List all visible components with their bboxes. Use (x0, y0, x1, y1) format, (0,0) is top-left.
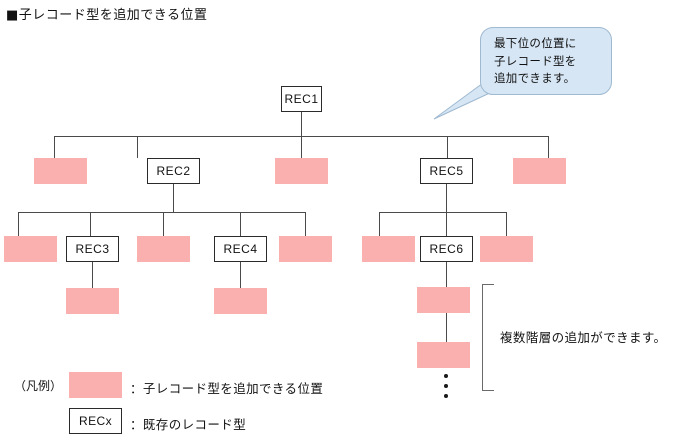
connector-level3-left-drop-5 (305, 212, 307, 236)
connector-rec5-stem (446, 184, 448, 212)
connector-level2-drop-1 (54, 136, 56, 158)
connector-level5-stem (446, 313, 448, 342)
slot-level2-3[interactable] (513, 158, 566, 184)
legend-rec-sample-label: RECx (79, 414, 112, 428)
connector-level3-right-drop-1 (379, 212, 381, 236)
ellipsis-dot-3 (444, 394, 448, 398)
slot-level2-1[interactable] (34, 158, 87, 184)
connector-level2-drop-5 (548, 136, 550, 158)
connector-rec1-stem (301, 112, 303, 137)
connector-rec3-stem (92, 262, 94, 288)
node-rec3[interactable]: REC3 (66, 236, 119, 262)
connector-level2-drop-2 (137, 136, 139, 158)
node-rec5[interactable]: REC5 (420, 158, 473, 184)
page-title: ■子レコード型を追加できる位置 (6, 8, 208, 23)
node-rec3-label: REC3 (75, 242, 110, 256)
legend-slot-swatch (69, 372, 122, 398)
node-rec2-label: REC2 (156, 164, 191, 178)
slot-level3-left-2[interactable] (137, 236, 190, 262)
slot-level3-left-3[interactable] (279, 236, 332, 262)
multi-level-note: 複数階層の追加ができます。 (500, 330, 667, 345)
slot-level4-under-rec6[interactable] (417, 287, 470, 313)
connector-level3-right-drop-3 (506, 212, 508, 236)
multi-level-bracket (482, 284, 494, 391)
connector-level3-right-bus (379, 212, 507, 214)
connector-level3-left-drop-2 (90, 212, 92, 236)
node-rec5-label: REC5 (429, 164, 464, 178)
callout-text: 最下位の位置に 子レコード型を 追加できます。 (494, 36, 577, 85)
connector-rec2-stem (173, 184, 175, 212)
connector-level3-left-drop-4 (240, 212, 242, 236)
slot-level5[interactable] (417, 342, 470, 368)
connector-level3-right-drop-2 (446, 212, 448, 236)
node-rec6[interactable]: REC6 (420, 236, 473, 262)
node-rec1-label: REC1 (284, 92, 319, 106)
ellipsis-dot-1 (444, 374, 448, 378)
node-rec4[interactable]: REC4 (214, 236, 267, 262)
legend-rec-label: ：既存のレコード型 (130, 417, 247, 432)
node-rec2[interactable]: REC2 (147, 158, 200, 184)
slot-level2-2[interactable] (275, 158, 328, 184)
slot-level4-under-rec3[interactable] (66, 288, 119, 314)
connector-rec4-stem (240, 262, 242, 288)
connector-rec6-stem (446, 262, 448, 287)
legend-slot-label: ：子レコード型を追加できる位置 (130, 381, 324, 396)
slot-level3-right-1[interactable] (362, 236, 415, 262)
connector-level3-left-drop-1 (18, 212, 20, 236)
legend-rec-swatch: RECx (69, 408, 122, 434)
connector-level2-drop-3 (301, 136, 303, 158)
slot-level3-right-2[interactable] (480, 236, 533, 262)
node-rec1[interactable]: REC1 (281, 86, 322, 112)
connector-level2-drop-4 (447, 136, 449, 158)
node-rec4-label: REC4 (223, 242, 258, 256)
legend-caption: （凡例） (14, 379, 63, 393)
callout-bubble: 最下位の位置に 子レコード型を 追加できます。 (480, 27, 612, 95)
node-rec6-label: REC6 (429, 242, 464, 256)
connector-level3-left-bus (18, 212, 306, 214)
slot-level3-left-1[interactable] (4, 236, 57, 262)
ellipsis-dot-2 (444, 384, 448, 388)
slot-level4-under-rec4[interactable] (214, 288, 267, 314)
connector-level3-left-drop-3 (163, 212, 165, 236)
